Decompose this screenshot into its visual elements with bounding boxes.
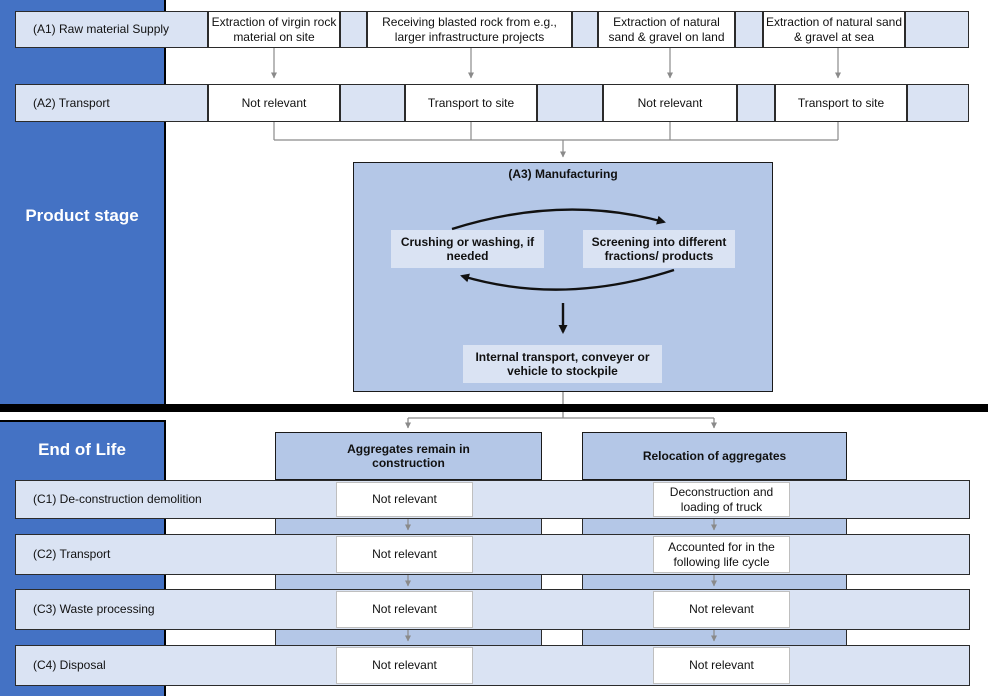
a1-cell-blasted-rock: Receiving blasted rock from e.g., larger… <box>367 11 572 48</box>
a1-cell-sand-gravel-land: Extraction of natural sand & gravel on l… <box>598 11 735 48</box>
a1-spacer-1 <box>340 11 367 48</box>
c4-row: (C4) Disposal <box>15 645 970 686</box>
a1-spacer-3 <box>735 11 763 48</box>
a1-a2-arrows <box>271 48 841 79</box>
a3-title: (A3) Manufacturing <box>508 166 618 181</box>
a1-cell-sand-gravel-sea: Extraction of natural sand & gravel at s… <box>763 11 905 48</box>
c1-col1-cell: Not relevant <box>336 482 473 517</box>
a2-a3-connector <box>273 122 839 158</box>
c2-col2-cell: Accounted for in the following life cycl… <box>653 536 790 573</box>
section-divider <box>0 404 988 412</box>
header-aggregates-remain: Aggregates remain in construction <box>275 432 542 480</box>
a1-cell-virgin-rock: Extraction of virgin rock material on si… <box>208 11 340 48</box>
c4-col1-cell: Not relevant <box>336 647 473 684</box>
a3-internal-transport-box: Internal transport, conveyer or vehicle … <box>463 345 662 383</box>
a2-row-label: (A2) Transport <box>15 84 208 122</box>
a2-spacer-1 <box>340 84 405 122</box>
a2-spacer-2 <box>537 84 603 122</box>
c3-col1-cell: Not relevant <box>336 591 473 628</box>
product-stage-sidebar <box>0 0 166 404</box>
a2-spacer-4 <box>907 84 969 122</box>
a1-spacer-4 <box>905 11 969 48</box>
a2-cell-1: Not relevant <box>208 84 340 122</box>
a1-spacer-2 <box>572 11 598 48</box>
c1-row: (C1) De-construction demolition <box>15 480 970 519</box>
a3-screening-box: Screening into different fractions/ prod… <box>583 230 735 268</box>
a2-cell-2: Transport to site <box>405 84 537 122</box>
c2-col1-cell: Not relevant <box>336 536 473 573</box>
c4-col2-cell: Not relevant <box>653 647 790 684</box>
a2-spacer-3 <box>737 84 775 122</box>
product-stage-title: Product stage <box>25 206 139 225</box>
header-relocation: Relocation of aggregates <box>582 432 847 480</box>
a3-crushing-box: Crushing or washing, if needed <box>391 230 544 268</box>
c3-row: (C3) Waste processing <box>15 589 970 630</box>
end-of-life-title: End of Life <box>38 440 126 459</box>
a2-cell-4: Transport to site <box>775 84 907 122</box>
c2-row: (C2) Transport <box>15 534 970 575</box>
a2-cell-3: Not relevant <box>603 84 737 122</box>
c1-col2-cell: Deconstruction and loading of truck <box>653 482 790 517</box>
a1-row-label: (A1) Raw material Supply <box>15 11 208 48</box>
c3-col2-cell: Not relevant <box>653 591 790 628</box>
